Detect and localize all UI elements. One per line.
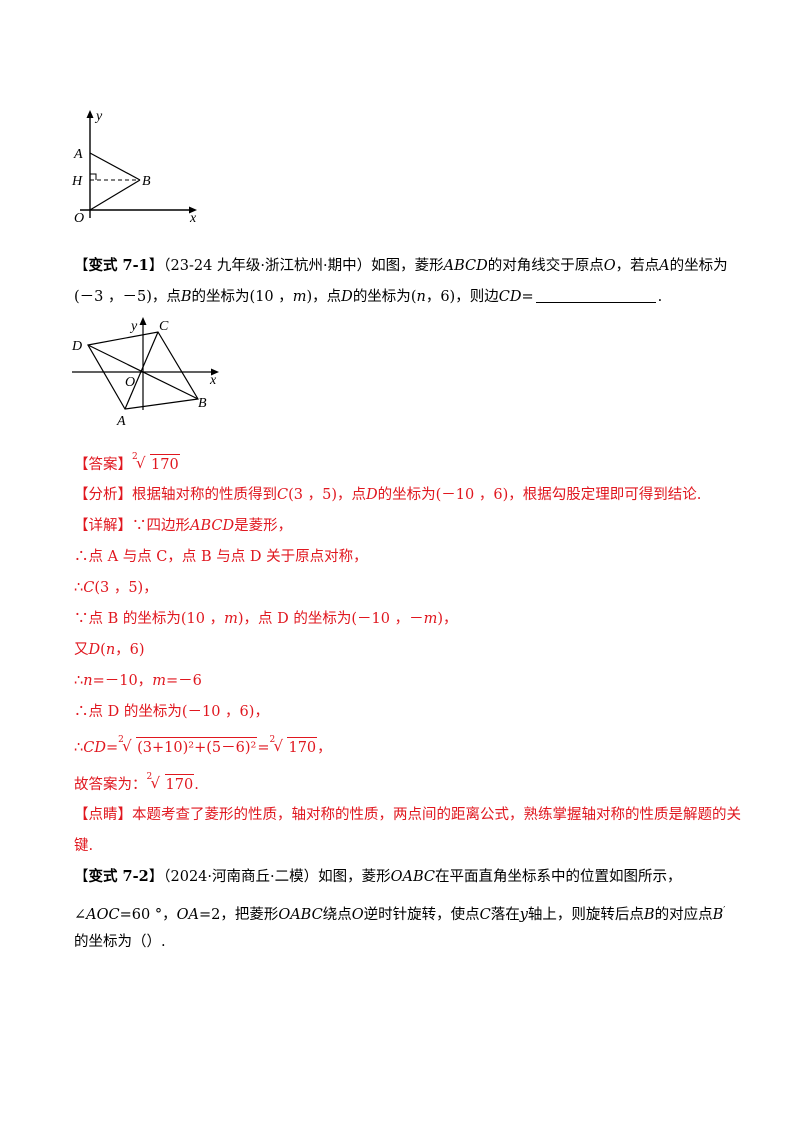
variant-7-2-line-2: ∠AOC=60 °，OA=2，把菱形OABC绕点O逆时针旋转，使点C落在y轴上，… [74, 906, 726, 923]
final-radical: 2√170 [146, 772, 195, 793]
label-x: x [189, 211, 197, 226]
label-y: y [94, 109, 103, 124]
segment-ab [89, 152, 141, 181]
detail-line-8: ∴CD=2√(3+10)²+(5－6)²=2√170， [74, 735, 332, 756]
detail-line-7: ∴点 D 的坐标为(－10 ，6)， [74, 704, 269, 720]
diagonal-ac [124, 331, 159, 410]
analysis-line: 【分析】根据轴对称的性质得到C(3 ，5)，点D的坐标为(－10 ，6)，根据勾… [74, 487, 702, 503]
figure-triangle-axes: y A H B O x [71, 109, 197, 226]
final-answer-line: 故答案为：2√170. [74, 772, 199, 793]
label-y: y [129, 319, 138, 334]
label-a: A [116, 414, 126, 429]
comment-line-2: 键. [74, 838, 94, 854]
comment-line-1: 【点睛】本题考查了菱形的性质，轴对称的性质，两点间的距离公式，熟练掌握轴对称的性… [74, 807, 741, 823]
x-axis-arrow [211, 368, 219, 376]
label-c: C [159, 319, 169, 334]
segment-ob [89, 179, 141, 211]
detail-line-6: ∴n=－10，m=－6 [74, 673, 202, 689]
comment-label: 【点睛】 [74, 807, 132, 823]
label-o: O [125, 375, 135, 390]
detail-line-2: ∴点 A 与点 C，点 B 与点 D 关于原点对称， [74, 549, 368, 565]
figure-rhombus-axes: y C D O x B A [71, 317, 219, 429]
distance-radical: 2√(3+10)²+(5－6)² [118, 735, 258, 756]
variant-7-2-line-3: 的坐标为（）. [74, 934, 166, 950]
detail-line-5: 又D(n，6) [74, 642, 145, 658]
x-axis-arrow [189, 206, 197, 214]
variant-7-1-tag: 变式 7-1 [88, 257, 149, 274]
y-axis-arrow [139, 317, 147, 325]
variant-7-1-line-1: 【变式 7-1】（23-24 九年级·浙江杭州·期中）如图，菱形ABCD的对角线… [74, 257, 728, 274]
answer-radical: 2√170 [132, 452, 180, 473]
variant-7-2-line-1: 【变式 7-2】（2024·河南商丘·二模）如图，菱形OABC在平面直角坐标系中… [74, 868, 682, 885]
analysis-label: 【分析】 [74, 487, 132, 503]
answer-label: 【答案】 [74, 457, 132, 473]
answer-blank [535, 288, 656, 303]
label-b: B [142, 174, 151, 189]
detail-label: 【详解】 [74, 518, 132, 534]
y-axis-arrow [86, 110, 94, 118]
label-b: B [198, 396, 207, 411]
detail-line-4: ∵点 B 的坐标为(10 ，m)，点 D 的坐标为(－10 ，－m)， [74, 611, 458, 627]
variant-7-2-tag: 变式 7-2 [88, 868, 149, 885]
variant-7-1-line-2: (－3 ，－5)，点B的坐标为(10 ，m)，点D的坐标为(n，6)，则边CD=… [74, 288, 663, 305]
detail-line-1: 【详解】∵四边形ABCD是菱形， [74, 518, 293, 534]
right-angle-mark [90, 173, 97, 180]
label-a: A [73, 147, 83, 162]
answer-line: 【答案】2√170 [74, 452, 180, 475]
detail-line-3: ∴C(3 ，5)， [74, 580, 158, 596]
diagonal-bd [87, 344, 199, 400]
result-radical: 2√170 [269, 735, 318, 756]
label-x: x [209, 373, 217, 388]
label-d: D [71, 339, 82, 354]
label-h: H [71, 174, 83, 189]
label-o: O [74, 211, 84, 226]
